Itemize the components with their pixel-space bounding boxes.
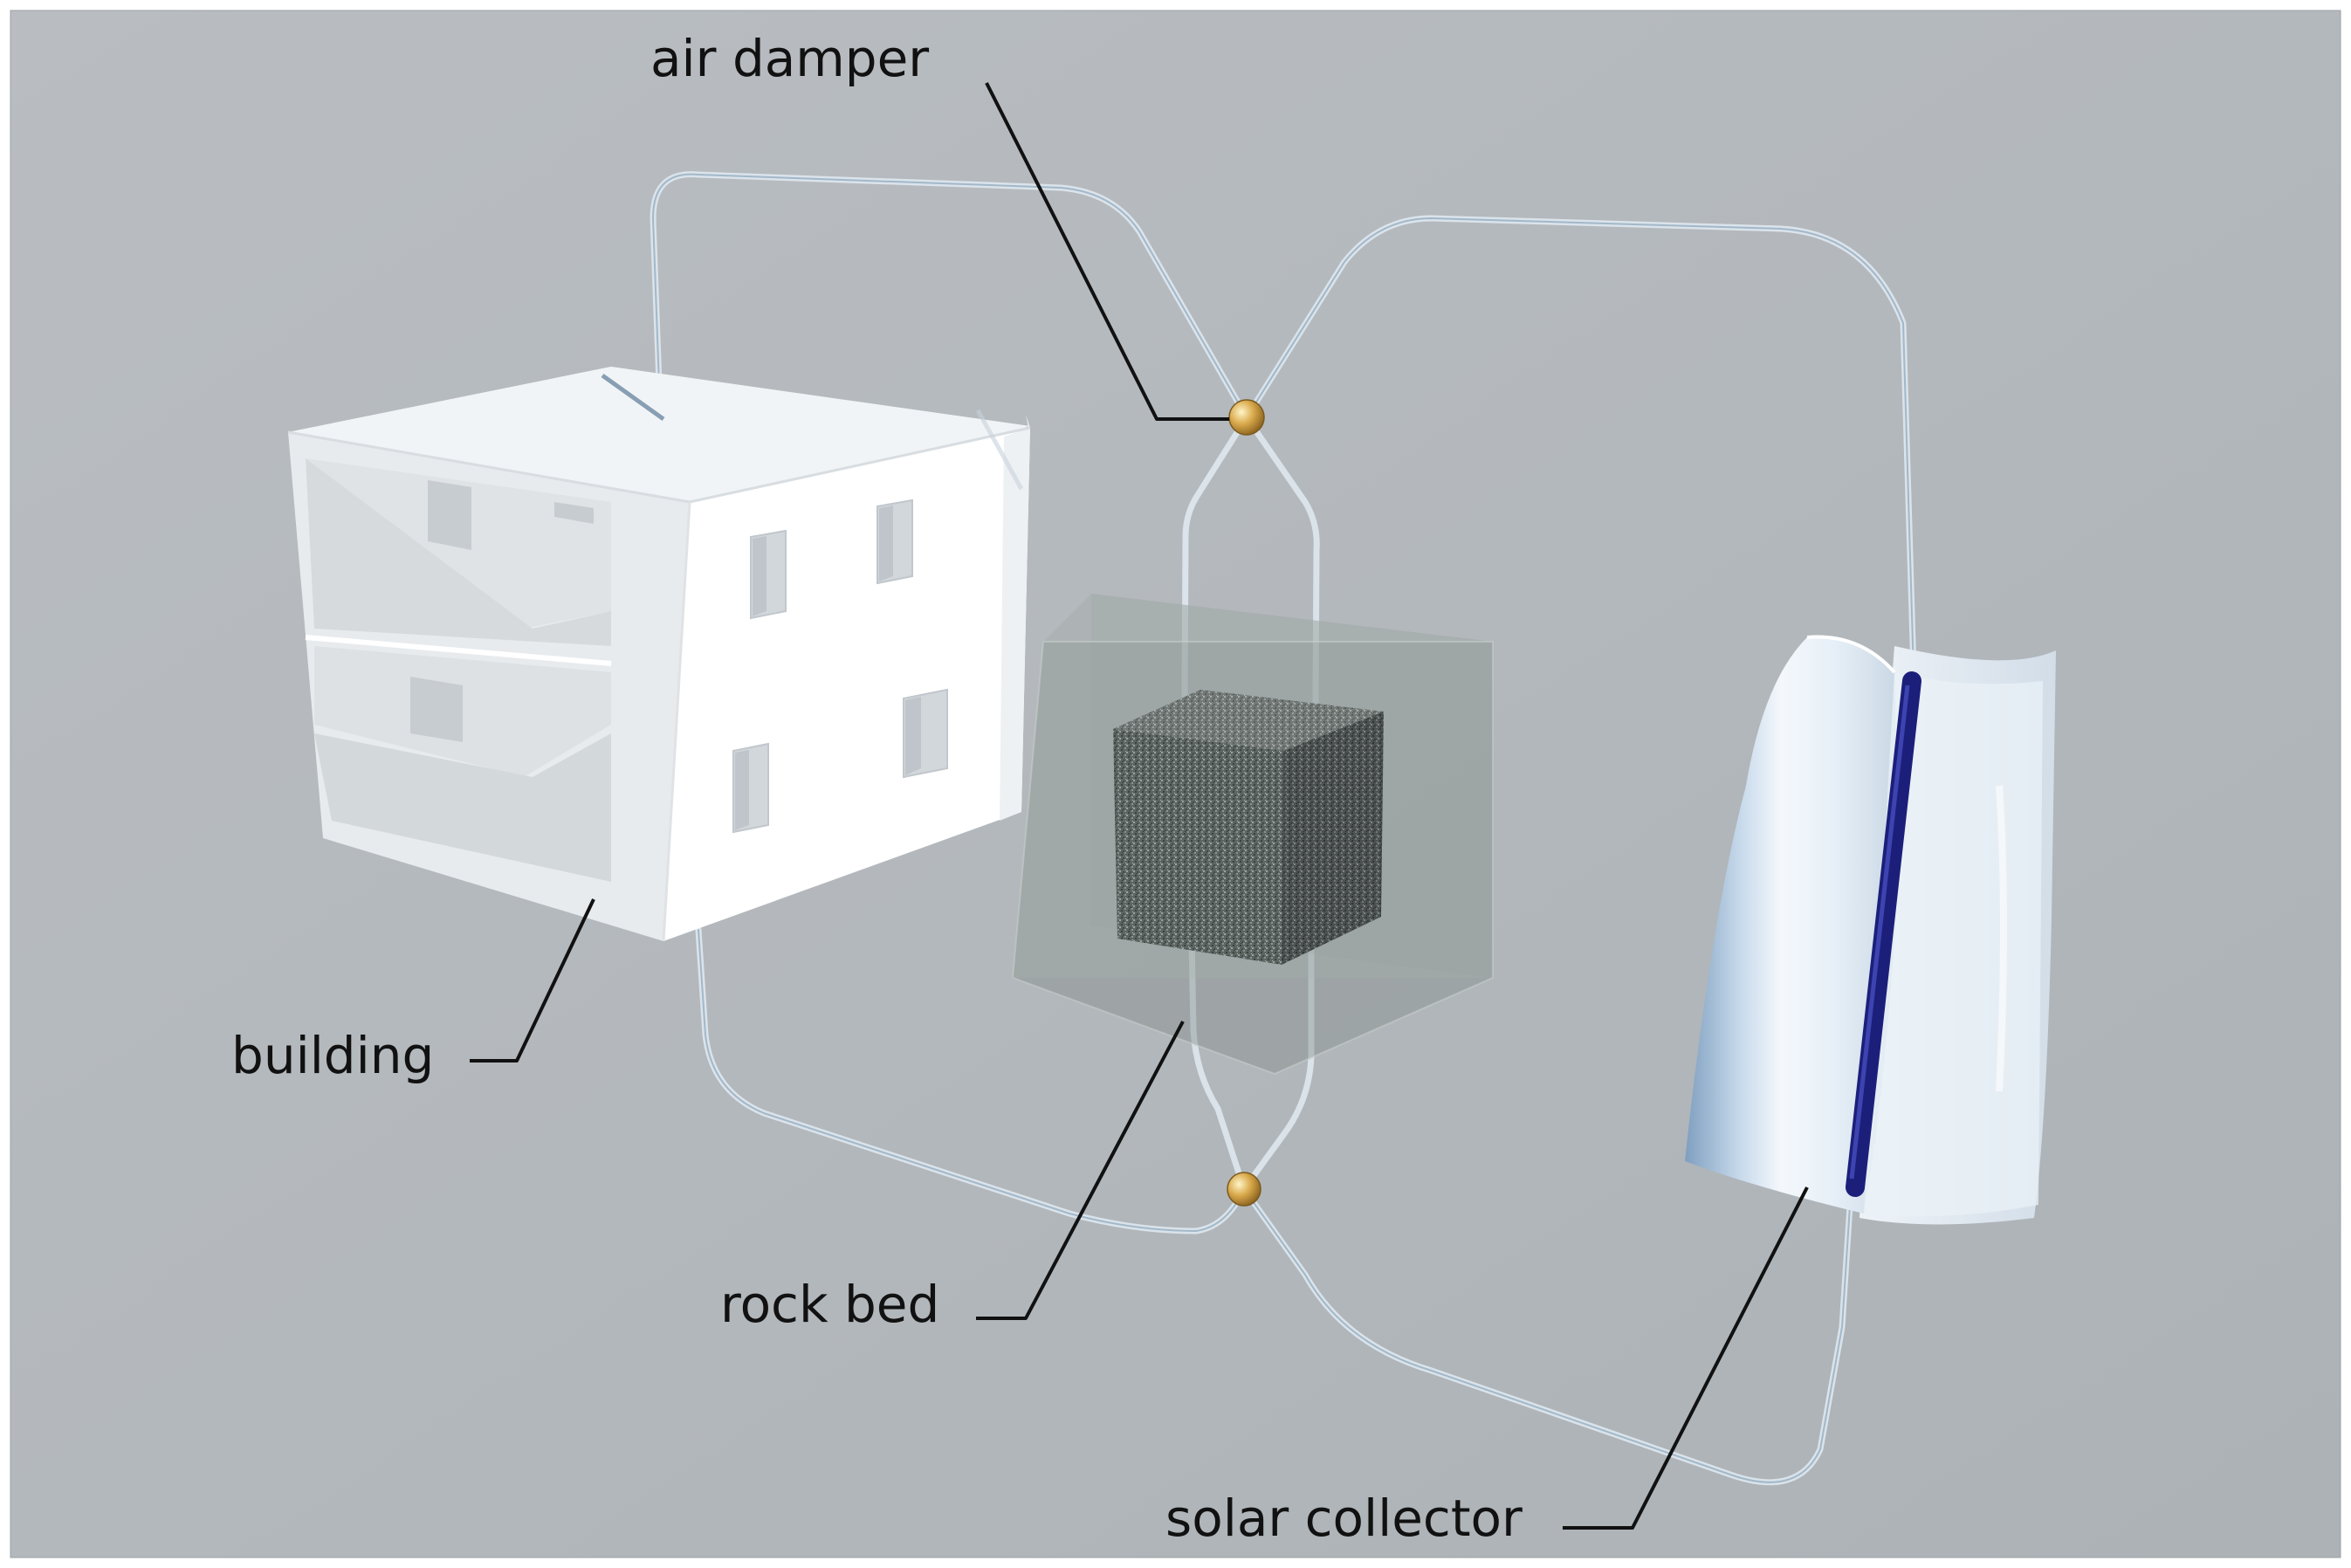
air-damper-upper (1228, 399, 1265, 436)
rock-bed-side (1282, 712, 1384, 965)
leader-rock-bed (976, 1021, 1185, 1320)
reflector-front (1685, 636, 1899, 1214)
air-damper-lower (1227, 1172, 1261, 1207)
rock-bed-front (1113, 729, 1283, 965)
rock-bed-label: rock bed (720, 1275, 940, 1334)
rock-bed-top (1113, 690, 1384, 751)
duct-rockbed-top-left (1181, 414, 1250, 702)
leader-solar-collector (1563, 1186, 1809, 1530)
leader-lines (470, 82, 1809, 1530)
frame (10, 10, 2341, 1558)
building-label: building (231, 1026, 435, 1085)
solar-collector (1685, 635, 2056, 1225)
leader-building (470, 898, 595, 1063)
duct-rockbed-top-right (1243, 414, 1320, 706)
duct-rockbed-bottom-left (1188, 935, 1248, 1193)
duct-rockbed-bottom-right (1241, 935, 1315, 1193)
absorber-tube (1846, 671, 1921, 1197)
ducts (650, 171, 1917, 1486)
leader-air-damper (985, 82, 1229, 421)
damper-sphere (1227, 1172, 1261, 1207)
air-damper-label: air damper (650, 29, 930, 88)
solar-collector-label: solar collector (1165, 1489, 1523, 1548)
damper-sphere (1228, 399, 1265, 436)
rock-bed (1113, 690, 1384, 965)
building (287, 367, 1031, 942)
